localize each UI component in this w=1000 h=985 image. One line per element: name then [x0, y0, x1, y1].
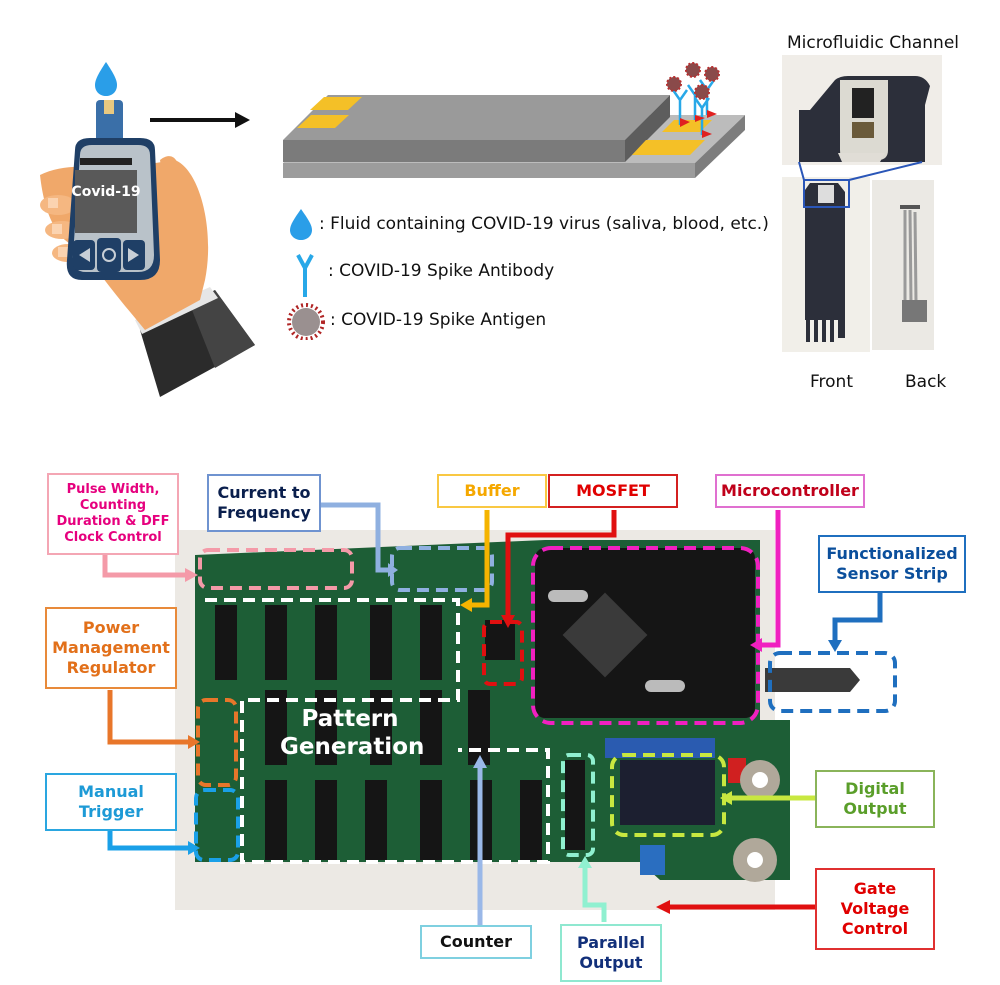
callout-buffer: Buffer — [437, 474, 547, 508]
device-screen-text: Covid-19 — [71, 184, 140, 200]
region-current — [390, 546, 494, 592]
virus-icon — [704, 66, 720, 82]
back-label: Back — [905, 372, 947, 392]
callout-mosfet: MOSFET — [548, 474, 678, 508]
virus-icon — [685, 62, 701, 78]
callout-manual-trigger: Manual Trigger — [45, 773, 177, 831]
callout-pulse-width: Pulse Width, Counting Duration & DFF Clo… — [47, 473, 179, 555]
legend-text-antibody: : COVID-19 Spike Antibody — [328, 261, 555, 281]
antibody-antigen-cluster — [671, 79, 716, 135]
callout-power-management: Power Management Regulator — [45, 607, 177, 689]
callout-parallel-output: Parallel Output — [560, 924, 662, 982]
region-mosfet — [482, 620, 524, 686]
callout-gate-voltage-control: Gate Voltage Control — [815, 868, 935, 950]
legend-text-fluid: : Fluid containing COVID-19 virus (saliv… — [319, 214, 769, 234]
pattern-generation-label: Pattern Generation — [280, 706, 425, 760]
antibody-icon — [296, 254, 314, 297]
callout-counter: Counter — [420, 925, 532, 959]
sensor-strip-illustration — [283, 62, 745, 178]
callout-digital-output: Digital Output — [815, 770, 935, 828]
region-pulse — [198, 548, 354, 590]
oled-display — [620, 760, 715, 825]
device-body — [66, 100, 160, 280]
callout-microcontroller: Microcontroller — [715, 474, 865, 508]
region-sensor — [768, 651, 897, 713]
droplet-icon — [95, 62, 117, 96]
region-micro — [531, 546, 760, 725]
handheld-device-illustration: Covid-19 — [40, 62, 255, 397]
virus-icon — [287, 303, 325, 340]
region-power — [196, 698, 238, 787]
microfluidic-photo — [782, 55, 942, 352]
ic-chips — [215, 605, 585, 860]
virus-icon — [666, 76, 682, 92]
callout-current-to-frequency: Current to Frequency — [207, 474, 321, 532]
region-digital — [610, 753, 726, 837]
callout-functionalized-sensor-strip: Functionalized Sensor Strip — [818, 535, 966, 593]
region-pattern — [205, 598, 550, 864]
flow-arrow — [150, 112, 250, 128]
virus-icon — [694, 84, 710, 100]
legend-icons — [287, 209, 325, 340]
microfluidic-channel-title: Microfluidic Channel — [787, 33, 960, 53]
electrode-pad — [662, 120, 712, 132]
front-label: Front — [810, 372, 853, 392]
electrode-pad — [310, 97, 362, 110]
electrode-pad — [632, 140, 705, 155]
region-parallel — [561, 753, 595, 857]
electrode-pad — [297, 115, 349, 128]
legend-text-antigen: : COVID-19 Spike Antigen — [330, 310, 547, 330]
droplet-icon — [290, 209, 312, 240]
region-trigger — [194, 788, 240, 862]
